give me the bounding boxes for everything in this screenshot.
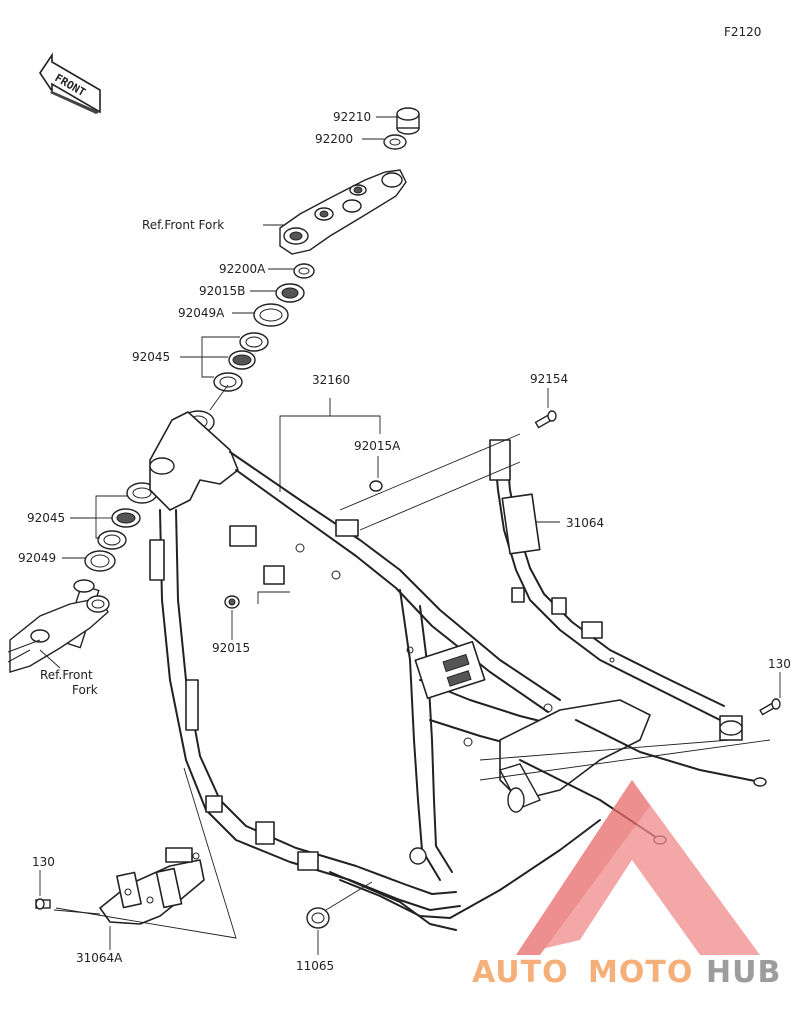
bolt-130-right	[759, 698, 781, 716]
lower-fork-bracket	[7, 579, 110, 673]
label-92015A: 92015A	[354, 439, 401, 453]
label-ref-front-fork-left-2: Fork	[72, 683, 98, 697]
label-92210: 92210	[333, 110, 371, 124]
label-92015: 92015	[212, 641, 250, 655]
part-92015B-nut	[275, 283, 305, 303]
main-frame-32160	[149, 410, 767, 931]
plug-11065	[306, 907, 330, 929]
label-92200: 92200	[315, 132, 353, 146]
upper-fork-bracket	[279, 169, 407, 255]
part-92045-upper-bearing	[213, 332, 269, 392]
part-92210-nut	[396, 107, 420, 135]
label-31064A: 31064A	[76, 951, 123, 965]
label-92049A: 92049A	[178, 306, 225, 320]
part-92200-washer	[383, 134, 407, 150]
brand-text-moto: MOTO	[588, 955, 693, 990]
label-130-left: 130	[32, 855, 55, 869]
label-92045-low: 92045	[27, 511, 65, 525]
nut-92015A	[369, 480, 383, 492]
part-92045-lower-bearing	[97, 482, 158, 550]
label-ref-front-fork-top: Ref.Front Fork	[142, 218, 224, 232]
label-92045-top: 92045	[132, 350, 170, 364]
front-arrow-icon: FRONT	[39, 52, 101, 114]
automotohub-watermark: AUTO MOTO HUB	[472, 780, 781, 990]
part-92049-seal	[84, 550, 116, 572]
part-92049A-seal	[253, 303, 289, 327]
leader-lines	[39, 116, 781, 955]
figure-code: F2120	[724, 25, 761, 39]
part-92200A	[293, 263, 315, 279]
label-32160: 32160	[312, 373, 350, 387]
label-31064: 31064	[566, 516, 604, 530]
bolt-130-left	[35, 898, 51, 910]
triangle-logo-icon	[516, 780, 760, 955]
brand-text-auto: AUTO	[472, 955, 569, 990]
brand-text-hub: HUB	[706, 955, 781, 990]
part-labels: 92210 92200 Ref.Front Fork 92200A 92015B…	[18, 110, 791, 973]
label-11065: 11065	[296, 959, 334, 973]
label-92049: 92049	[18, 551, 56, 565]
label-ref-front-fork-left-1: Ref.Front	[40, 668, 93, 682]
label-92015B: 92015B	[199, 284, 245, 298]
rear-subframe-31064	[489, 439, 743, 741]
label-92200A: 92200A	[219, 262, 266, 276]
label-130-right: 130	[768, 657, 791, 671]
nut-92015	[224, 595, 240, 609]
label-92154: 92154	[530, 372, 568, 386]
bolt-92154	[534, 410, 557, 429]
assembly-guide-lines	[55, 433, 771, 939]
bracket-31064A	[99, 847, 205, 925]
